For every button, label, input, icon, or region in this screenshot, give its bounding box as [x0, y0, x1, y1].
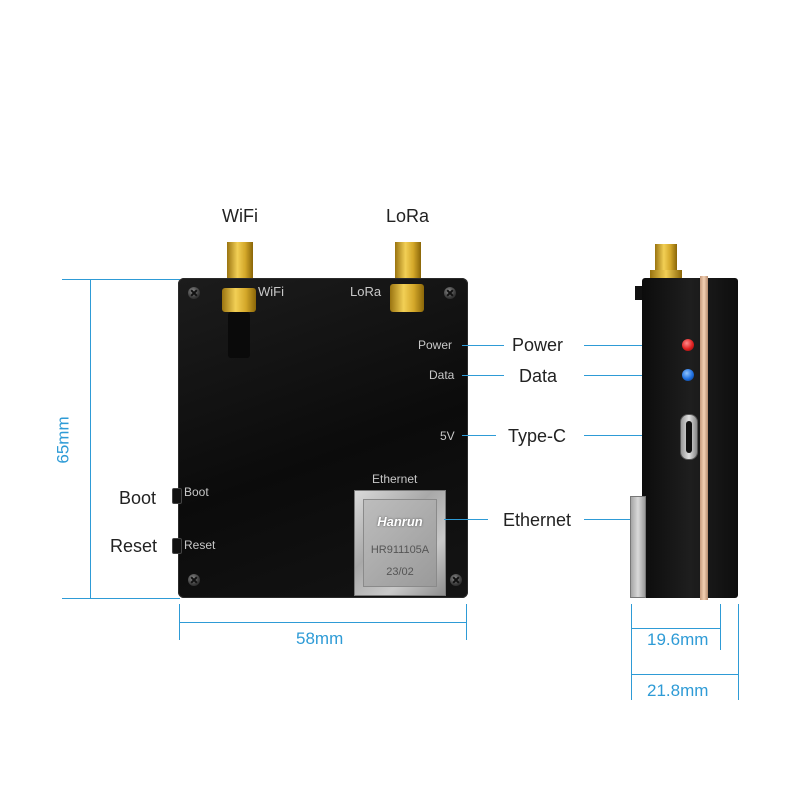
- width-dimension: 58mm: [296, 629, 344, 648]
- depth-total-dimension: 21.8mm: [647, 681, 709, 700]
- typec-label: Type-C: [508, 426, 567, 446]
- depth-body-dimension: 19.6mm: [647, 630, 709, 649]
- height-dimension: 65mm: [53, 416, 73, 464]
- silk-ethernet: Ethernet: [372, 472, 418, 486]
- wifi-antenna-cable: [228, 312, 250, 358]
- side-button-stub: [635, 286, 642, 300]
- callout-power-right: [584, 345, 680, 346]
- ethernet-jack-face: Hanrun HR911105A 23/02: [363, 499, 437, 587]
- callout-ethernet-right: [584, 519, 630, 520]
- boot-button[interactable]: [172, 488, 182, 504]
- screw-top-right: [444, 287, 456, 299]
- side-sma-nut: [650, 270, 682, 280]
- silk-power: Power: [418, 338, 453, 352]
- lora-sma-base-front: [390, 284, 424, 312]
- data-led: [682, 369, 694, 381]
- width-dim-line: [179, 622, 467, 623]
- data-label: Data: [519, 366, 558, 386]
- callout-typec-right: [584, 435, 680, 436]
- depth-dim-left-tick: [631, 604, 632, 700]
- depth-total-right-tick: [738, 604, 739, 700]
- reset-button[interactable]: [172, 538, 182, 554]
- height-dim-line: [90, 279, 91, 599]
- screw-bottom-right: [450, 574, 462, 586]
- ethernet-jack-front: Hanrun HR911105A 23/02: [354, 490, 446, 596]
- silk-reset: Reset: [184, 538, 216, 552]
- ethernet-label: Ethernet: [503, 510, 572, 530]
- reset-label: Reset: [110, 536, 158, 556]
- side-copper-stripe: [700, 276, 708, 600]
- boot-label: Boot: [119, 488, 157, 508]
- depth-total-line: [631, 674, 739, 675]
- lora-antenna-label: LoRa: [386, 206, 430, 226]
- silk-wifi: WiFi: [258, 284, 284, 299]
- rj45-date: 23/02: [386, 566, 414, 578]
- callout-typec-left: [462, 435, 496, 436]
- power-led: [682, 339, 694, 351]
- depth-body-line: [631, 628, 721, 629]
- rj45-model: HR911105A: [370, 544, 430, 556]
- rj45-brand: Hanrun: [377, 514, 423, 529]
- screw-top-left: [188, 287, 200, 299]
- depth-body-right-tick: [720, 604, 721, 650]
- silk-boot: Boot: [184, 485, 209, 499]
- callout-data-right: [584, 375, 680, 376]
- wifi-antenna-label: WiFi: [222, 206, 258, 226]
- screw-bottom-left: [188, 574, 200, 586]
- height-dim-bottom-tick: [62, 598, 180, 599]
- callout-power-left: [462, 345, 504, 346]
- usb-c-opening: [686, 421, 692, 453]
- silk-lora: LoRa: [350, 284, 382, 299]
- callout-data-left: [462, 375, 504, 376]
- height-dim-top-tick: [62, 279, 180, 280]
- callout-ethernet-left: [444, 519, 488, 520]
- silk-5v: 5V: [440, 429, 455, 443]
- silk-data: Data: [429, 368, 455, 382]
- wifi-sma-base-front: [222, 288, 256, 312]
- ethernet-jack-side: [630, 496, 646, 598]
- usb-c-port: [680, 414, 698, 460]
- power-label: Power: [512, 335, 564, 355]
